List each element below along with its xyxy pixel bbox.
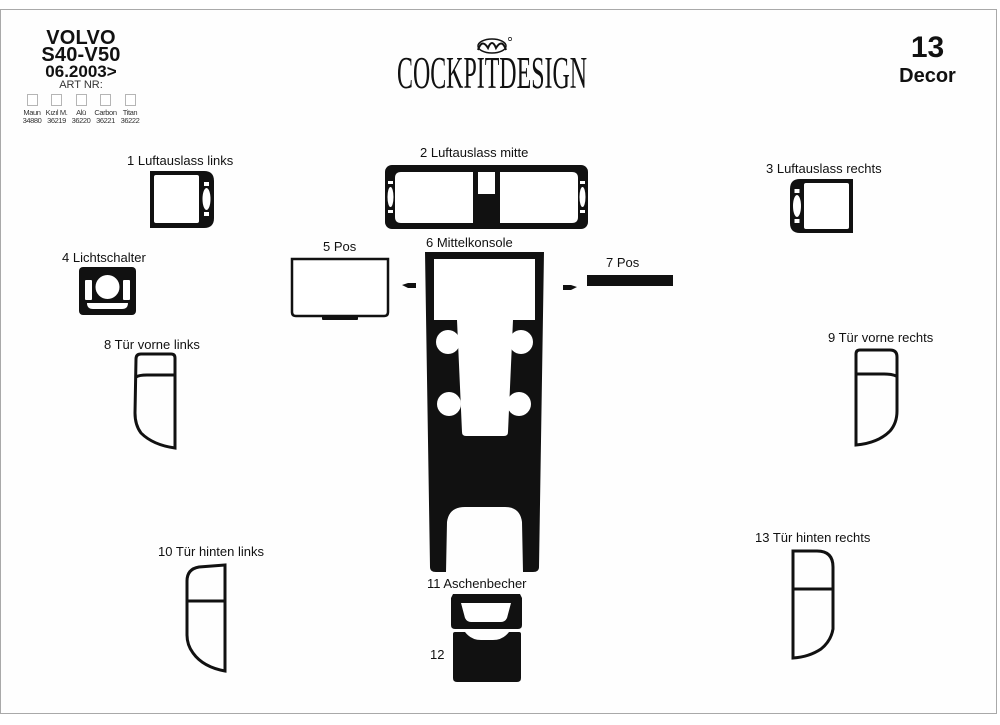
part-6-center-console[interactable] bbox=[425, 252, 544, 572]
logo-emblem-icon bbox=[477, 37, 512, 54]
part-label-8: 8 Tür vorne links bbox=[104, 337, 200, 352]
variant-checkbox[interactable] bbox=[75, 94, 87, 106]
cockpitdesign-logo: COCKPITDESIGN bbox=[397, 37, 587, 98]
part-11-ashtray[interactable] bbox=[451, 594, 522, 629]
variant-item: Alü 36220 bbox=[69, 94, 93, 124]
arrow-left-icon bbox=[402, 283, 416, 288]
variant-item: Kızıl M. 36219 bbox=[45, 94, 69, 124]
variant-number: 36221 bbox=[96, 115, 115, 125]
variant-number: 36219 bbox=[47, 115, 66, 125]
part-13-door-rear-right[interactable] bbox=[791, 549, 835, 660]
part-label-4: 4 Lichtschalter bbox=[62, 250, 146, 265]
variant-number: 34880 bbox=[22, 115, 42, 125]
variant-name: Alü bbox=[76, 108, 86, 117]
part-1-air-vent-left[interactable] bbox=[150, 171, 214, 228]
variant-name: Titan bbox=[122, 108, 138, 117]
part-label-12: 12 bbox=[430, 647, 445, 662]
part-label-10: 10 Tür hinten links bbox=[158, 544, 264, 559]
part-label-13: 13 Tür hinten rechts bbox=[755, 530, 871, 545]
variant-item: Carbon 36221 bbox=[94, 94, 118, 124]
arrow-right-icon bbox=[563, 285, 577, 290]
part-12-tray[interactable] bbox=[453, 632, 521, 682]
part-4-light-switch[interactable] bbox=[79, 267, 136, 315]
page-subtitle: Decor bbox=[899, 65, 956, 87]
part-label-3: 3 Luftauslass rechts bbox=[766, 161, 882, 176]
part-label-2: 2 Luftauslass mitte bbox=[420, 145, 529, 160]
variant-number: 36222 bbox=[120, 115, 140, 125]
variant-checkbox[interactable] bbox=[51, 94, 62, 106]
vehicle-date: 06.2003> bbox=[45, 62, 117, 81]
part-5-panel[interactable] bbox=[290, 257, 390, 320]
part-2-air-vent-center[interactable] bbox=[385, 165, 588, 229]
part-label-5: 5 Pos bbox=[323, 239, 357, 254]
part-8-door-front-left[interactable] bbox=[133, 352, 177, 450]
page-number: 13 bbox=[910, 31, 945, 64]
variant-checkbox[interactable] bbox=[124, 94, 136, 106]
variant-name: Kızıl M. bbox=[45, 108, 68, 117]
variant-item: Maun 34880 bbox=[20, 94, 44, 124]
part-3-air-vent-right[interactable] bbox=[790, 179, 853, 233]
art-nr-label: ART NR: bbox=[59, 79, 103, 91]
part-label-11: 11 Aschenbecher bbox=[427, 576, 527, 591]
variant-checkbox[interactable] bbox=[100, 94, 111, 106]
vehicle-brand: VOLVO bbox=[46, 27, 116, 49]
part-label-7: 7 Pos bbox=[606, 255, 640, 270]
variant-number: 36220 bbox=[71, 115, 91, 125]
part-label-6: 6 Mittelkonsole bbox=[426, 235, 513, 250]
variant-name: Carbon bbox=[94, 108, 117, 117]
variant-checkbox[interactable] bbox=[26, 94, 38, 106]
variant-item: Titan 36222 bbox=[118, 94, 142, 124]
part-7-strip[interactable] bbox=[587, 275, 673, 286]
vehicle-info-block: VOLVO S40-V50 06.2003> ART NR: Maun 3488… bbox=[18, 27, 144, 124]
variant-list: Maun 34880 Kızıl M. 36219 Alü 36220 Carb… bbox=[18, 94, 144, 124]
logo-text: COCKPITDESIGN bbox=[397, 47, 587, 98]
vehicle-model: S40-V50 bbox=[41, 44, 121, 66]
variant-name: Maun bbox=[23, 108, 41, 117]
part-label-1: 1 Luftauslass links bbox=[127, 153, 234, 168]
part-10-door-rear-left[interactable] bbox=[185, 563, 227, 673]
part-9-door-front-right[interactable] bbox=[854, 348, 899, 447]
part-label-9: 9 Tür vorne rechts bbox=[828, 330, 934, 345]
